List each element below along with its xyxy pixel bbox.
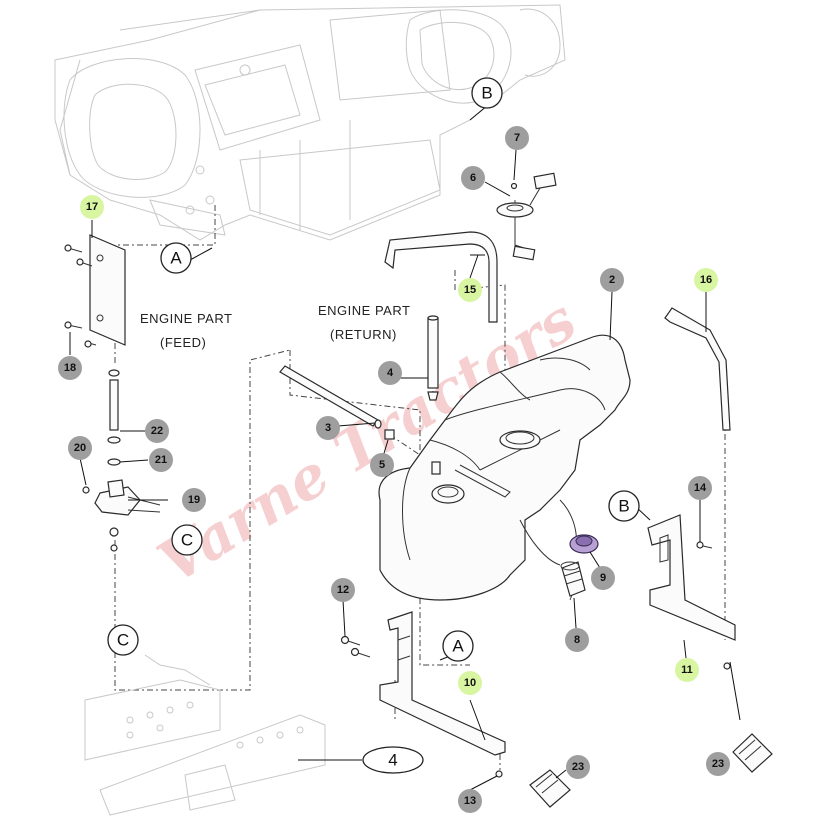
svg-text:13: 13 — [464, 795, 476, 807]
svg-text:A: A — [170, 249, 182, 268]
ref-letter-A-bottom: A — [442, 630, 474, 662]
callout-15: 15 — [458, 278, 482, 302]
ref-letter-C-left: C — [171, 524, 203, 556]
svg-text:B: B — [618, 497, 629, 516]
tank-strap-16 — [664, 307, 731, 431]
svg-text:5: 5 — [379, 459, 385, 471]
callout-5: 5 — [370, 453, 394, 477]
engine-part-return-label: ENGINE PART (RETURN) — [318, 303, 410, 342]
engine-feed-label-line2: (FEED) — [160, 335, 206, 350]
filler-cap-9 — [569, 534, 599, 554]
svg-text:18: 18 — [64, 362, 76, 374]
svg-text:3: 3 — [325, 422, 331, 434]
svg-text:11: 11 — [681, 664, 693, 676]
callout-21: 21 — [149, 448, 173, 472]
callout-2: 2 — [600, 268, 624, 292]
svg-text:7: 7 — [514, 132, 520, 144]
fuel-hose-22 — [109, 379, 119, 431]
bracket-10 — [340, 611, 506, 778]
ref-letter-B-top: B — [471, 77, 503, 109]
callout-17: 17 — [80, 195, 104, 219]
svg-text:21: 21 — [155, 454, 167, 466]
callout-8: 8 — [565, 628, 589, 652]
callout-9: 9 — [591, 566, 615, 590]
callout-19: 19 — [182, 488, 206, 512]
svg-text:A: A — [452, 637, 464, 656]
rubber-pad-23a — [529, 769, 571, 808]
transmission-housing-ghost — [54, 4, 566, 241]
fuel-tank-2 — [378, 334, 631, 601]
engine-return-label-line2: (RETURN) — [330, 327, 397, 342]
fuel-pipe-3 — [279, 365, 395, 440]
callout-4: 4 — [378, 361, 402, 385]
callout-13: 13 — [458, 789, 482, 813]
svg-text:15: 15 — [464, 284, 476, 296]
frame-rail-ghost — [84, 654, 326, 816]
callout-11: 11 — [675, 658, 699, 682]
callout-7: 7 — [505, 126, 529, 150]
callout-12: 12 — [331, 578, 355, 602]
rubber-pad-23b — [732, 733, 773, 773]
callout-23a: 23 — [566, 755, 590, 779]
filter-housing-19 — [94, 486, 141, 516]
svg-text:8: 8 — [574, 634, 580, 646]
callout-3: 3 — [316, 416, 340, 440]
callout-18: 18 — [58, 356, 82, 380]
callout-20: 20 — [68, 436, 92, 460]
svg-text:4: 4 — [388, 751, 397, 770]
engine-feed-label-line1: ENGINE PART — [140, 311, 232, 326]
engine-return-label-line1: ENGINE PART — [318, 303, 410, 318]
callout-16: 16 — [694, 268, 718, 292]
sender-unit-6 — [496, 172, 557, 261]
svg-text:C: C — [181, 531, 193, 550]
ref-letter-C-bottom: C — [107, 624, 139, 656]
svg-text:19: 19 — [188, 494, 200, 506]
ref-letter-A-top: A — [160, 242, 192, 274]
svg-text:20: 20 — [74, 442, 86, 454]
svg-text:14: 14 — [694, 482, 707, 494]
svg-text:10: 10 — [464, 677, 476, 689]
ref-label-4: 4 — [362, 746, 424, 774]
svg-text:9: 9 — [600, 572, 606, 584]
bracket-17 — [64, 234, 126, 348]
bracket-11 — [647, 514, 736, 670]
filler-neck-8 — [560, 561, 586, 597]
svg-text:4: 4 — [387, 367, 394, 379]
svg-text:12: 12 — [337, 584, 349, 596]
svg-text:22: 22 — [151, 425, 163, 437]
ref-letter-B-right: B — [608, 490, 640, 522]
callout-14: 14 — [688, 476, 712, 500]
callout-10: 10 — [458, 671, 482, 695]
callout-22: 22 — [145, 419, 169, 443]
return-pipe-4 — [427, 315, 439, 401]
callout-6: 6 — [461, 166, 485, 190]
fuel-filter-assembly — [82, 369, 161, 552]
tank-strap-15 — [384, 231, 498, 323]
engine-part-feed-label: ENGINE PART (FEED) — [140, 311, 232, 350]
svg-text:6: 6 — [470, 172, 476, 184]
svg-text:17: 17 — [86, 201, 98, 213]
svg-text:23: 23 — [572, 761, 584, 773]
svg-text:B: B — [481, 84, 492, 103]
svg-text:2: 2 — [609, 274, 615, 286]
svg-text:C: C — [117, 631, 129, 650]
svg-text:23: 23 — [712, 758, 724, 770]
callout-23b: 23 — [706, 752, 730, 776]
svg-text:16: 16 — [700, 274, 712, 286]
